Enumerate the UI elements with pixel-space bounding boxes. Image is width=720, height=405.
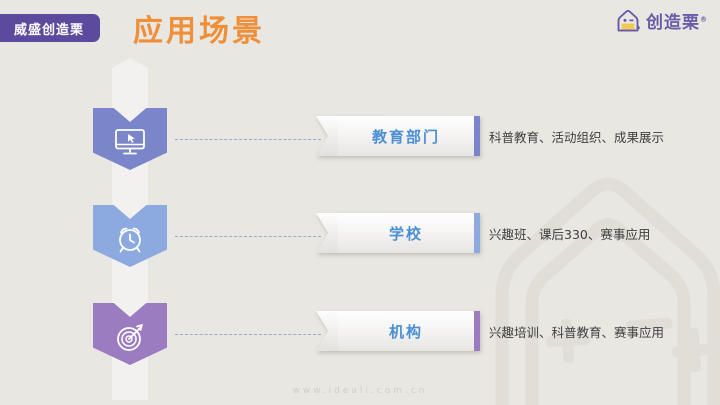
footer-website: www.ideali.com.cn [292,386,428,396]
scenario-icon-badge-1[interactable] [93,108,167,170]
scenario-icon-badge-3[interactable] [93,303,167,365]
page-title: 应用场景 [133,14,265,49]
scenario-description-3: 兴趣培训、科普教育、赛事应用 [489,325,665,340]
company-logo: 创造栗® [615,8,708,33]
plaque-tail-1 [316,116,338,156]
scenario-row: 学校 兴趣班、课后330、赛事应用 [0,205,720,275]
plaque-cap-1 [474,116,480,156]
plaque-cap-2 [474,213,480,253]
target-arrow-icon [117,324,143,351]
registered-mark: ® [700,15,708,24]
scenario-plaque-3[interactable]: 机构 [316,311,480,351]
mascot-logo-icon [617,9,640,31]
scenario-row: 机构 兴趣培训、科普教育、赛事应用 [0,303,720,373]
brand-tag-label: 威盛创造栗 [14,22,85,38]
scenario-icon-badge-2[interactable] [93,205,167,267]
scenario-label-1: 教育部门 [371,127,440,146]
plaque-body-3: 机构 [338,311,474,351]
plaque-tail-2 [316,213,338,253]
scenario-description-2: 兴趣班、课后330、赛事应用 [489,227,651,242]
scenario-plaque-2[interactable]: 学校 [316,213,480,253]
scenario-row: 教育部门 科普教育、活动组织、成果展示 [0,108,720,178]
plaque-cap-3 [474,311,480,351]
scenario-plaque-1[interactable]: 教育部门 [316,116,480,156]
scenario-description-1: 科普教育、活动组织、成果展示 [489,130,665,145]
connector-line-2 [175,236,321,237]
plaque-tail-3 [316,311,338,351]
plaque-body-2: 学校 [338,213,474,253]
connector-line-3 [175,334,321,335]
monitor-cursor-icon [115,129,145,155]
connector-line-1 [175,139,321,140]
brand-tag: 威盛创造栗 [0,14,101,42]
scenario-label-3: 机构 [388,322,423,341]
plaque-body-1: 教育部门 [338,116,474,156]
scenario-label-2: 学校 [388,224,423,243]
logo-text: 创造栗® [646,13,708,33]
alarm-clock-icon [119,227,141,253]
